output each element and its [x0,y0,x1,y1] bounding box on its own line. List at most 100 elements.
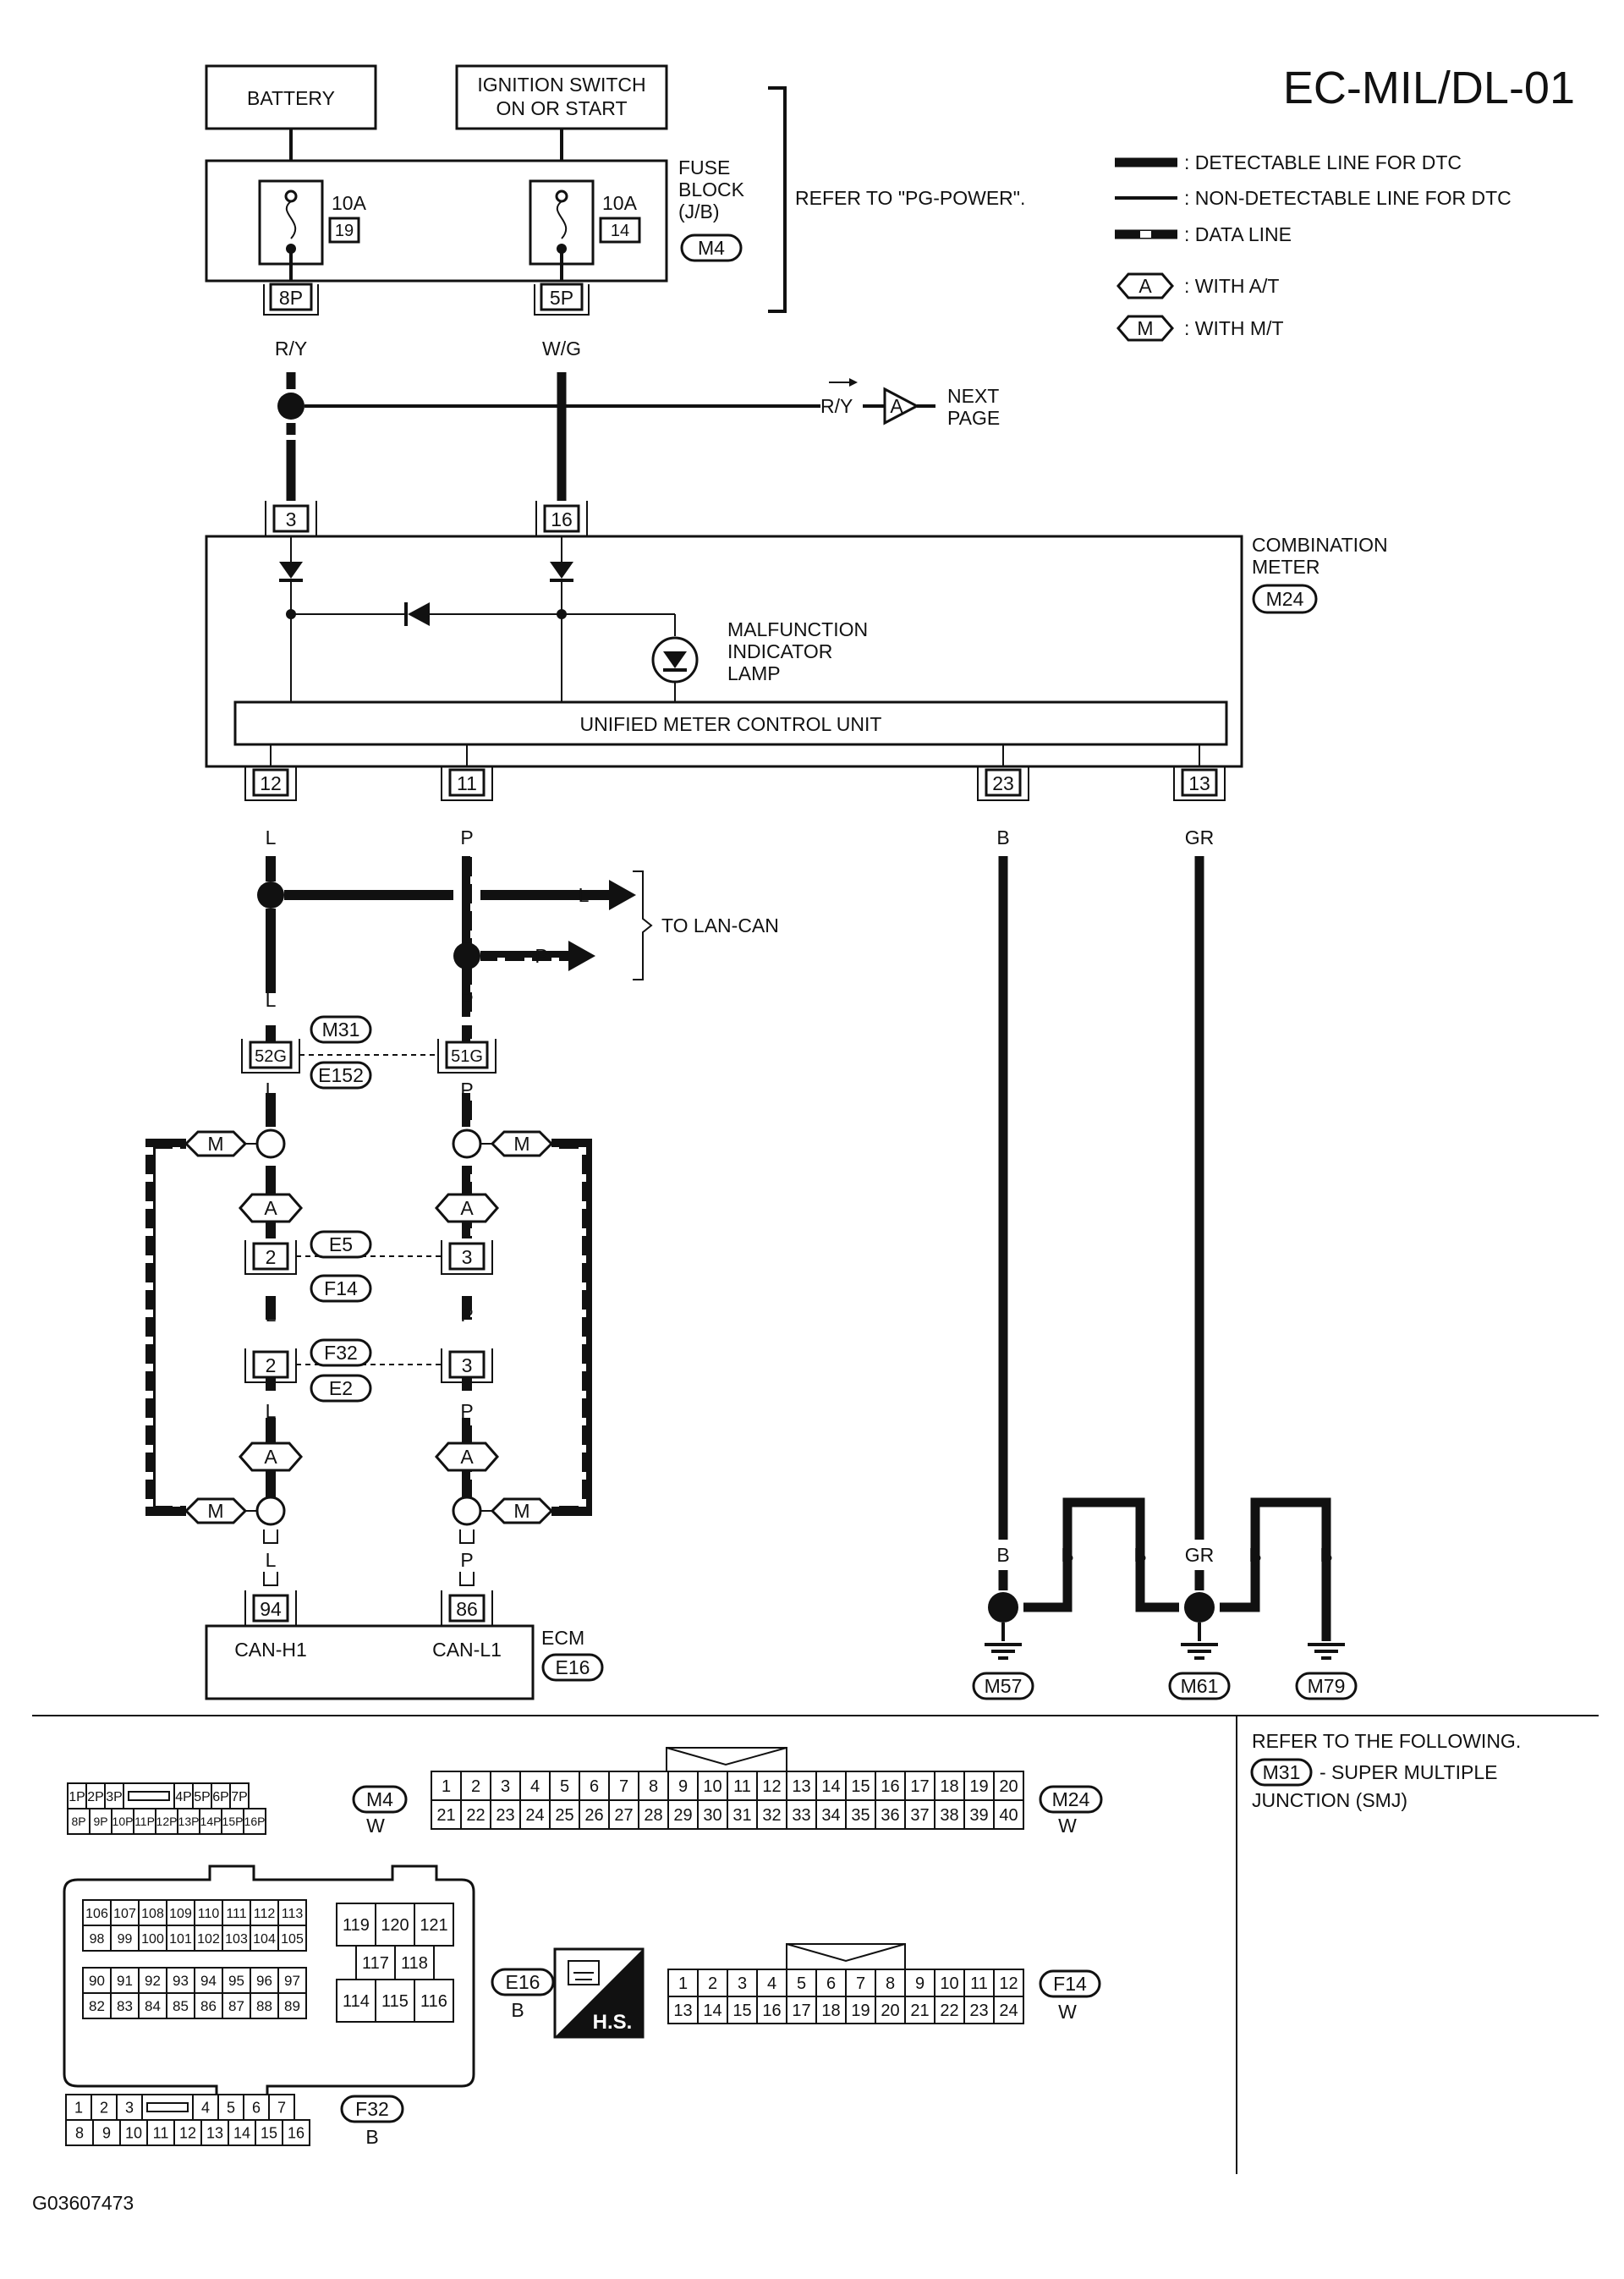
connector-pin-label: 2 [100,2099,108,2116]
connector-pin-cell [756,1799,787,1830]
refer-smj-1: - SUPER MULTIPLE [1320,1761,1497,1783]
connector-pin-label: 6 [590,1777,599,1796]
connector-pin-label: 30 [703,1806,721,1825]
connector-pin-cell [667,1969,699,1997]
splice-ry [277,393,304,420]
connector-pin-cell [786,1969,817,1997]
connector-pin-label: 15P [222,1815,244,1828]
image-code: G03607473 [32,2192,134,2214]
connector-pin-label: 14 [703,2002,721,2020]
connector-pin-cell [255,2119,283,2146]
joint-connector-m31: M31 [322,1019,360,1041]
connector-pin-cell [110,1899,140,1926]
next-page-wire: R/Y [820,395,853,417]
connector-f32-terminal: 2 [266,1354,277,1376]
connector-pin-label: 92 [145,1973,161,1989]
connector-pin-label: 7 [856,1974,865,1993]
wire-can-l-5: L [266,1549,277,1571]
connector-pin-label: 104 [253,1932,276,1947]
fuse-block-label-2: BLOCK [678,178,745,200]
wire-can-l-2: L [266,1079,277,1101]
ecm-terminal-86: 86 [456,1598,478,1620]
connector-e5-terminal: 2 [266,1246,277,1268]
connector-pin-label: 26 [584,1806,603,1825]
connector-pin-label: 88 [256,1998,272,2014]
connector-pin-label: 119 [343,1916,370,1935]
connector-pin-cell [82,1899,112,1926]
connector-pin-label: 8P [71,1815,85,1828]
connector-pin-label: 36 [881,1806,899,1825]
connector-pin-cell [815,1996,847,2024]
connector-pin-label: 116 [420,1992,447,2011]
legend-detectable: : DETECTABLE LINE FOR DTC [1184,151,1462,173]
connector-pin-label: 21 [910,2002,929,2020]
connector-pin-label: 121 [420,1916,447,1935]
meter-terminal-16: 16 [551,508,573,530]
connector-pin-label: 11 [153,2124,169,2141]
unified-meter-control-unit [233,700,1228,746]
connector-pin-label: 20 [999,1777,1018,1796]
connector-pin-label: 4 [201,2099,210,2116]
connector-f14: F14 [324,1277,358,1299]
connector-pin-label: 7P [231,1790,248,1804]
arrow-label-p: P [535,945,547,967]
wire-can-p-2: P [460,1079,473,1101]
connector-pin-label: 86 [200,1998,217,2014]
wire-can-p-3: P [460,1304,473,1326]
ground-wire-b-1: B [996,1544,1009,1566]
connector-pin-cell [638,1771,669,1801]
connector-pin-cell [222,1967,251,1994]
connector-e5: E5 [329,1233,353,1255]
connector-pin-cell [277,1925,307,1952]
connector-pin-label: 13 [792,1777,810,1796]
legend-data-line: : DATA LINE [1184,223,1292,245]
refer-following: REFER TO THE FOLLOWING. [1252,1730,1521,1752]
connector-pin-cell [194,1967,223,1994]
connector-pin-label: 94 [200,1973,217,1989]
connector-pin-label: 112 [254,1907,276,1921]
connector-pin-label: 24 [999,2002,1018,2020]
meter-terminal-13: 13 [1188,772,1210,794]
connector-pin-label: 33 [792,1806,810,1825]
connector-pin-label: 25 [555,1806,573,1825]
connector-pin-label: 9 [678,1777,688,1796]
connector-pin-label: 34 [821,1806,840,1825]
wire-meter-p: P [460,826,473,848]
connector-pin-cell [934,1996,965,2024]
connector-pin-cell [815,1969,847,1997]
connector-pin-label: 13P [178,1815,200,1828]
connector-pin-label: 28 [644,1806,662,1825]
connector-pin-label: 93 [173,1973,189,1989]
connector-pin-label: 20 [881,2002,899,2020]
ignition-box [455,64,668,130]
wire-meter-gr: GR [1185,826,1215,848]
connector-pin-label: 1P [69,1790,85,1804]
fuse-19 [258,179,324,281]
connector-key-slot [146,2102,189,2112]
connector-f14-id: F14 [1053,1973,1087,1995]
connector-pin-label: 39 [969,1806,988,1825]
hs-label: H.S. [593,2011,633,2034]
fuse2-amp: 10A [602,192,638,214]
connector-pin-label: 4P [175,1790,192,1804]
connector-pin-label: 29 [673,1806,692,1825]
can-data-lines [145,856,609,1516]
connector-pin-cell [243,1808,266,1835]
legend-non-detectable: : NON-DETECTABLE LINE FOR DTC [1184,187,1512,209]
joint-connector-e152: E152 [318,1064,364,1086]
connector-pin-label: 5 [797,1974,806,1993]
ecm-box [205,1624,535,1700]
connector-pin-label: 11 [733,1777,751,1796]
connector-pin-label: 107 [113,1907,136,1921]
connector-pin-label: 2P [87,1790,104,1804]
connector-pin-label: 3 [501,1777,510,1796]
connector-pin-label: 7 [277,2099,286,2116]
connector-pin-label: 31 [732,1806,751,1825]
connector-pin-label: 23 [969,2002,988,2020]
ground-m79: M79 [1308,1675,1346,1697]
splice-can-h [257,881,284,909]
connector-key-slot [128,1791,170,1801]
legend-at-symbol: A [1138,275,1152,297]
